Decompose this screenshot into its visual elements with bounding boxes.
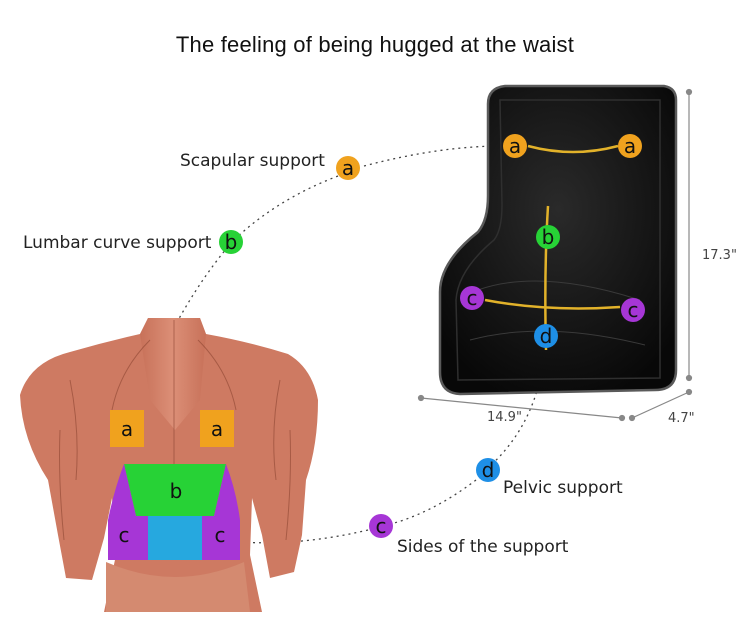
dimension-lines <box>417 88 693 422</box>
badges: a b a a b c c <box>119 134 645 547</box>
zone-c-left-letter: c <box>119 523 130 547</box>
muscle-figure <box>20 318 318 612</box>
svg-text:b: b <box>225 230 238 254</box>
connector-a <box>363 145 503 167</box>
svg-text:b: b <box>542 225 555 249</box>
zone-c-right <box>202 464 240 560</box>
label-lumbar-curve-support: Lumbar curve support <box>23 233 212 253</box>
headline: The feeling of being hugged at the waist <box>175 32 575 57</box>
zone-d <box>148 516 202 560</box>
svg-text:d: d <box>482 458 495 482</box>
svg-text:a: a <box>509 134 521 158</box>
zone-b <box>124 464 226 516</box>
connector-c <box>239 529 369 544</box>
connector-d <box>489 344 546 467</box>
label-sides-of-support: Sides of the support <box>397 537 569 557</box>
badge-d-cushion: d <box>534 324 558 348</box>
badge-d-pelvic: d <box>476 458 500 482</box>
dimension-height: 17.3" <box>702 248 737 263</box>
svg-text:a: a <box>342 156 354 180</box>
dimension-width: 14.9" <box>487 410 522 425</box>
dimension-depth: 4.7" <box>668 411 695 426</box>
badge-c-cushion-right: c <box>621 298 645 322</box>
dotted-connectors <box>164 145 546 544</box>
label-scapular-support: Scapular support <box>180 151 325 171</box>
label-pelvic-support: Pelvic support <box>503 478 623 498</box>
zone-a-left <box>110 410 144 447</box>
zone-c-left <box>108 464 148 560</box>
badge-a-scapular: a <box>336 156 360 180</box>
badge-b-cushion: b <box>536 225 560 249</box>
badge-b-lumbar: b <box>219 230 243 254</box>
svg-text:c: c <box>628 298 639 322</box>
zone-c-right-letter: c <box>215 523 226 547</box>
badge-a-cushion-left: a <box>503 134 527 158</box>
svg-text:d: d <box>540 324 553 348</box>
badge-a-cushion-right: a <box>618 134 642 158</box>
zone-a-right <box>200 410 234 447</box>
zone-a-left-letter: a <box>121 417 133 441</box>
svg-text:c: c <box>467 286 478 310</box>
zone-b-letter: b <box>170 479 183 503</box>
zone-a-right-letter: a <box>211 417 223 441</box>
badge-c-cushion-left: c <box>460 286 484 310</box>
svg-text:c: c <box>376 514 387 538</box>
connector-lower-arc <box>382 479 477 527</box>
svg-text:a: a <box>624 134 636 158</box>
badge-c-sides: c <box>369 514 393 538</box>
